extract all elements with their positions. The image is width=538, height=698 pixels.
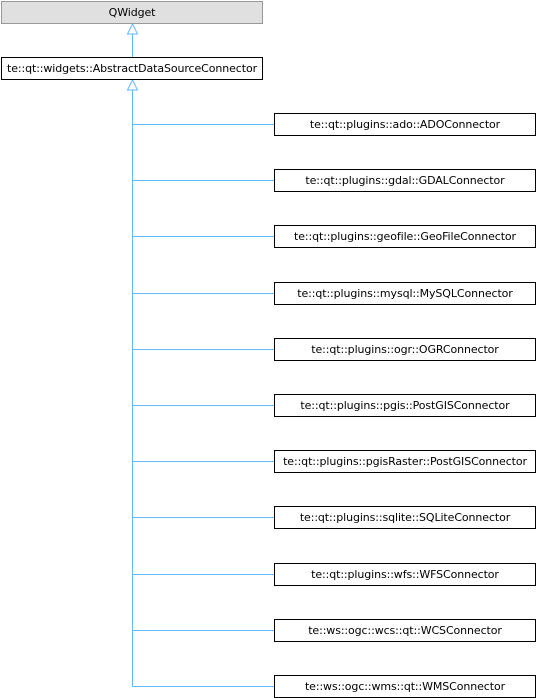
derived-class-node[interactable]: te::qt::plugins::pgis::PostGISConnector [274, 394, 536, 417]
derived-class-label: te::qt::plugins::gdal::GDALConnector [305, 174, 505, 187]
derived-class-node[interactable]: te::qt::plugins::gdal::GDALConnector [274, 169, 536, 192]
derived-class-label: te::qt::plugins::wfs::WFSConnector [311, 568, 499, 581]
qwidget-class-node[interactable]: QWidget [1, 1, 263, 24]
inherits-arrowhead [126, 22, 139, 35]
derived-class-label: te::qt::plugins::pgis::PostGISConnector [300, 399, 510, 412]
derived-class-node[interactable]: te::qt::plugins::geofile::GeoFileConnect… [274, 225, 536, 248]
derived-class-label: te::qt::plugins::mysql::MySQLConnector [297, 287, 513, 300]
derived-class-label: te::qt::plugins::ogr::OGRConnector [311, 343, 499, 356]
qwidget-class-label: QWidget [108, 6, 156, 19]
derived-arrowhead [126, 78, 139, 91]
derived-class-label: te::qt::plugins::pgisRaster::PostGISConn… [283, 455, 527, 468]
derived-class-label: te::ws::ogc::wms::qt::WMSConnector [304, 680, 506, 693]
abstract-data-source-connector-node[interactable]: te::qt::widgets::AbstractDataSourceConne… [1, 57, 263, 80]
derived-class-label: te::qt::plugins::ado::ADOConnector [309, 118, 501, 131]
derived-class-label: te::qt::plugins::geofile::GeoFileConnect… [294, 230, 516, 243]
derived-class-node[interactable]: te::qt::plugins::sqlite::SQLiteConnector [274, 506, 536, 529]
abstract-data-source-connector-label: te::qt::widgets::AbstractDataSourceConne… [7, 62, 257, 75]
derived-class-node[interactable]: te::qt::plugins::ado::ADOConnector [274, 113, 536, 136]
derived-class-node[interactable]: te::qt::plugins::pgisRaster::PostGISConn… [274, 450, 536, 473]
derived-class-node[interactable]: te::qt::plugins::ogr::OGRConnector [274, 338, 536, 361]
derived-class-node[interactable]: te::ws::ogc::wcs::qt::WCSConnector [274, 619, 536, 642]
derived-class-label: te::qt::plugins::sqlite::SQLiteConnector [299, 511, 511, 524]
derived-class-label: te::ws::ogc::wcs::qt::WCSConnector [308, 624, 502, 637]
derived-class-node[interactable]: te::ws::ogc::wms::qt::WMSConnector [274, 675, 536, 698]
derived-class-node[interactable]: te::qt::plugins::mysql::MySQLConnector [274, 282, 536, 305]
derived-class-node[interactable]: te::qt::plugins::wfs::WFSConnector [274, 563, 536, 586]
